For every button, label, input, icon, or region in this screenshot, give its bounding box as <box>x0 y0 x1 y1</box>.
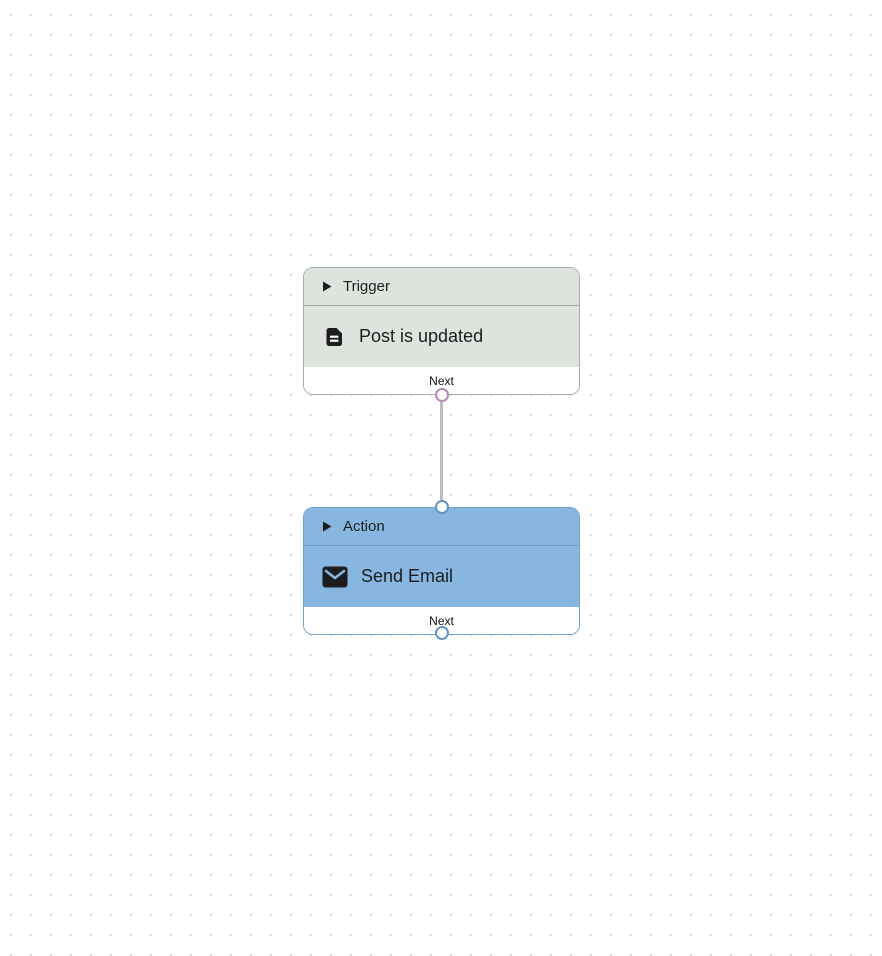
trigger-type-label: Trigger <box>343 278 390 295</box>
document-icon <box>322 325 346 349</box>
action-output-port[interactable] <box>434 626 449 640</box>
play-icon <box>322 281 332 292</box>
email-icon <box>322 566 348 588</box>
connector-line <box>440 394 443 507</box>
trigger-next-label: Next <box>429 373 454 388</box>
action-node[interactable]: Action Send Email Next <box>303 507 580 635</box>
trigger-title: Post is updated <box>359 326 484 346</box>
trigger-output-port[interactable] <box>434 387 449 402</box>
action-input-port[interactable] <box>434 499 449 514</box>
action-next-label: Next <box>429 613 454 628</box>
trigger-node-header[interactable]: Trigger <box>304 268 579 306</box>
trigger-node[interactable]: Trigger Post is updated Next <box>303 267 580 395</box>
trigger-node-body[interactable]: Post is updated <box>304 306 579 367</box>
action-node-body[interactable]: Send Email <box>304 546 579 607</box>
action-node-header[interactable]: Action <box>304 508 579 546</box>
play-icon <box>322 521 332 532</box>
action-title: Send Email <box>361 566 454 586</box>
action-type-label: Action <box>343 518 385 535</box>
